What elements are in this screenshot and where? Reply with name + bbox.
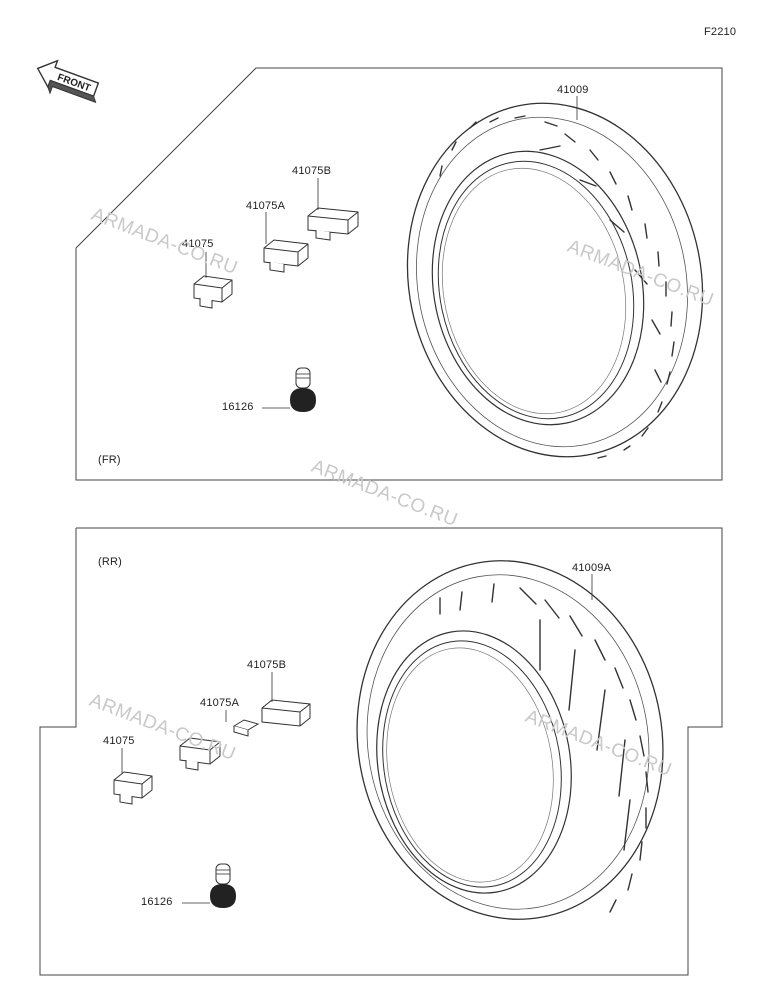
front-valve-label: 16126 xyxy=(222,401,254,413)
front-weight-label: 41075 xyxy=(182,238,214,250)
front-weight-b-label: 41075B xyxy=(292,165,332,177)
rear-weight-b-label: 41075B xyxy=(247,659,287,671)
rear-weight-2-icon xyxy=(113,771,153,805)
rear-weight-a-icon xyxy=(232,719,260,737)
rear-section-frame xyxy=(39,527,723,976)
rear-tire-icon xyxy=(356,560,664,920)
front-section-tag: (FR) xyxy=(98,454,121,466)
front-tire-label: 41009 xyxy=(557,84,589,96)
rear-leader-lines xyxy=(121,574,593,904)
front-weight-b-icon xyxy=(307,207,359,241)
front-weight-a-icon xyxy=(263,239,309,273)
rear-weight-b-icon xyxy=(261,699,311,727)
front-weight-a-label: 41075A xyxy=(246,200,286,212)
rear-weight-a-label: 41075A xyxy=(200,697,240,709)
rear-tire-label: 41009A xyxy=(572,562,612,574)
front-section-frame xyxy=(75,67,723,481)
front-weight-icon xyxy=(193,275,233,309)
front-leader-lines xyxy=(205,96,578,409)
rear-section-tag: (RR) xyxy=(98,556,123,568)
rear-valve-icon xyxy=(210,863,236,908)
rear-weight-label: 41075 xyxy=(103,735,135,747)
rear-valve-label: 16126 xyxy=(141,896,173,908)
front-valve-icon xyxy=(290,367,316,412)
figure-code: F2210 xyxy=(704,26,737,38)
front-arrow-icon: FRONT xyxy=(36,59,100,104)
rear-weight-icon xyxy=(179,737,221,771)
front-tire-icon xyxy=(406,102,704,459)
